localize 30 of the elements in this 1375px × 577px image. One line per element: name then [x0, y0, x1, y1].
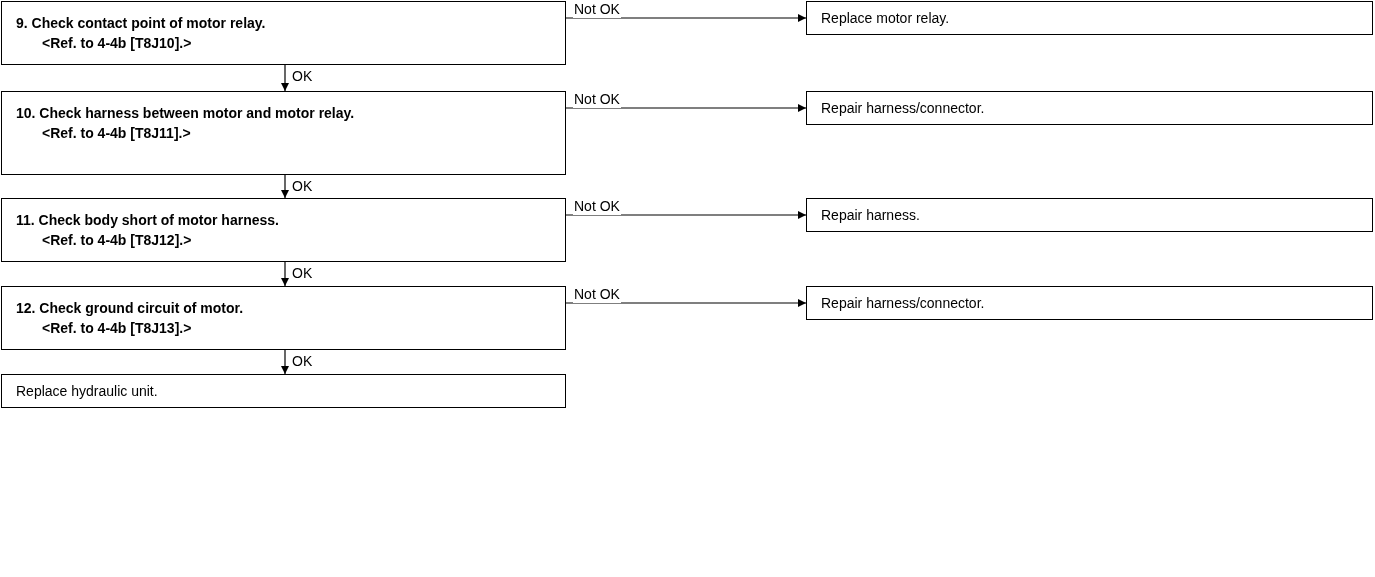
step-box: [1, 286, 566, 350]
arrow: [281, 261, 289, 287]
result-box: [806, 91, 1373, 125]
action-text: Replace hydraulic unit.: [16, 382, 159, 401]
action-text: Repair harness/connector.: [821, 294, 986, 313]
step-title: 9. Check contact point of motor relay.: [16, 14, 267, 33]
action-text: Replace motor relay.: [821, 9, 951, 28]
arrow: [565, 299, 807, 307]
action-text: Repair harness.: [821, 206, 921, 225]
step-title: 11. Check body short of motor harness.: [16, 211, 280, 230]
reference-text: <Ref. to 4-4b [T8J10].>: [41, 34, 193, 53]
step-title: 10. Check harness between motor and motor relay.: [16, 104, 356, 123]
reference-text: <Ref. to 4-4b [T8J12].>: [41, 231, 193, 250]
reference-text: <Ref. to 4-4b [T8J13].>: [41, 319, 193, 338]
arrow: [565, 211, 807, 219]
arrow: [565, 14, 807, 22]
step-box: [1, 198, 566, 262]
reference-text: <Ref. to 4-4b [T8J11].>: [41, 124, 192, 143]
arrow: [281, 174, 289, 199]
arrow: [281, 64, 289, 92]
step-box: [1, 91, 566, 175]
result-box: [806, 286, 1373, 320]
result-box: [806, 1, 1373, 35]
result-box: [806, 198, 1373, 232]
arrow: [281, 349, 289, 375]
action-text: Repair harness/connector.: [821, 99, 986, 118]
step-box: [1, 1, 566, 65]
step-title: 12. Check ground circuit of motor.: [16, 299, 245, 318]
arrow: [565, 104, 807, 112]
result-box: [1, 374, 566, 408]
